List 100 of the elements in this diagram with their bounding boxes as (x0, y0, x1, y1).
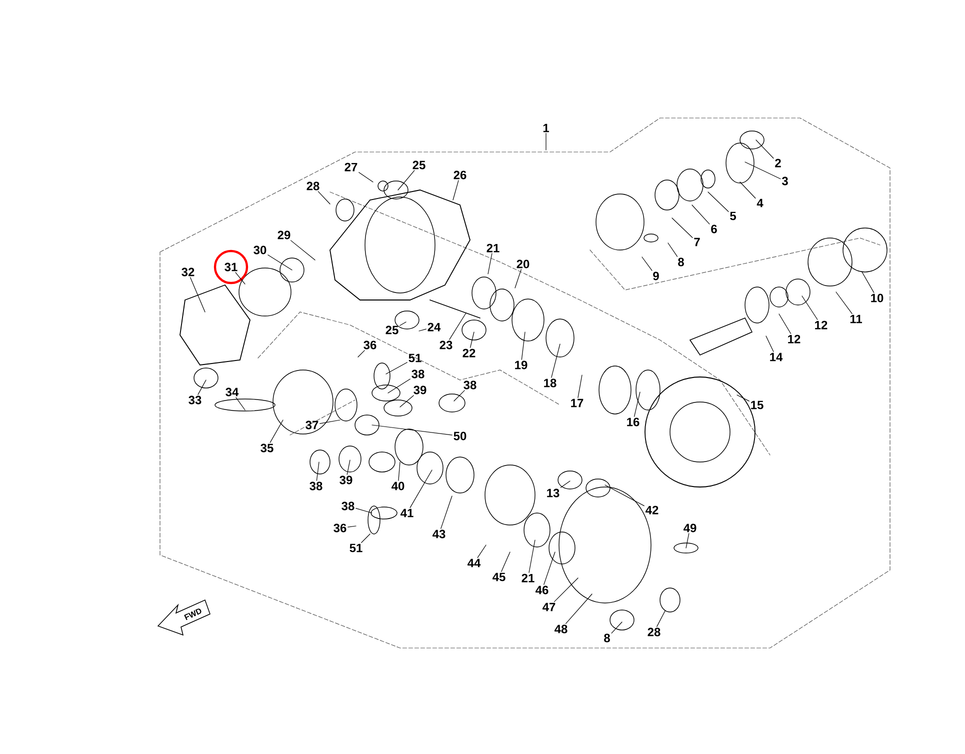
leader-line (862, 272, 874, 293)
callout-number: 38 (464, 380, 476, 390)
leader-line (551, 344, 560, 378)
leader-line (611, 622, 622, 634)
leader-line (400, 322, 406, 326)
leader-line (740, 182, 756, 199)
callout-number: 24 (428, 322, 441, 332)
callout-number: 1 (543, 124, 549, 132)
leader-line (356, 508, 372, 514)
callout-number: 38 (342, 502, 354, 510)
callout-number: 22 (462, 348, 476, 358)
leader-line (235, 272, 246, 284)
callout-number: 45 (492, 572, 506, 582)
callout-number: 16 (627, 418, 640, 426)
callout-number: 17 (571, 398, 584, 408)
callout-number: 8 (604, 634, 610, 642)
callout-number: 21 (486, 244, 500, 252)
callout-number: 50 (454, 432, 466, 440)
leader-line (686, 533, 690, 548)
callout-number: 6 (711, 224, 717, 234)
callout-number: 25 (386, 326, 398, 334)
callout-number: 41 (400, 508, 414, 518)
callout-number: 12 (788, 334, 800, 344)
leader-line (528, 540, 536, 573)
callout-number: 43 (432, 530, 446, 538)
leader-line (488, 253, 492, 274)
callout-number: 51 (350, 544, 362, 552)
callout-number: 51 (408, 354, 422, 362)
callout-number: 39 (414, 386, 426, 394)
leader-line (386, 362, 408, 374)
leader-line (190, 277, 206, 312)
leader-line (554, 578, 578, 602)
callout-number: 26 (454, 170, 466, 180)
leader-line (692, 204, 710, 224)
callout-number: 23 (440, 340, 452, 350)
leader-line (452, 180, 459, 200)
callout-number: 29 (278, 230, 290, 240)
leader-line (672, 218, 693, 238)
callout-number: 47 (542, 602, 556, 612)
callout-number: 28 (306, 182, 320, 190)
callout-number: 8 (678, 258, 684, 266)
leader-line (440, 496, 452, 529)
leader-line (358, 172, 374, 182)
leader-line (400, 395, 414, 408)
leader-line (418, 328, 426, 332)
callout-number: 31 (224, 262, 238, 272)
callout-number: 20 (516, 260, 530, 268)
leader-line (560, 480, 570, 488)
leader-line (348, 526, 356, 528)
callout-number: 25 (412, 160, 426, 170)
leader-line (736, 394, 750, 402)
callout-number: 38 (412, 370, 424, 378)
callout-number: 5 (730, 212, 736, 220)
leader-line (477, 544, 486, 558)
callout-number: 13 (547, 488, 560, 498)
leader-line (290, 240, 316, 260)
callout-number: 34 (226, 388, 239, 396)
callout-number: 39 (340, 476, 352, 484)
leader-line (236, 397, 246, 410)
leader-line (766, 336, 774, 352)
leader-line (604, 484, 644, 506)
callout-number: 42 (646, 506, 658, 514)
leader-line (544, 552, 556, 585)
leader-line (501, 552, 510, 572)
leader-line (388, 378, 410, 394)
direction-label: FWD (184, 608, 202, 620)
callout-number: 12 (815, 320, 828, 330)
leader-line (268, 254, 292, 270)
callout-number: 48 (554, 624, 568, 634)
callout-number: 30 (254, 246, 266, 254)
callout-number: 35 (260, 444, 274, 452)
callout-number: 2 (775, 158, 781, 168)
leader-line (642, 256, 652, 271)
callout-number: 21 (522, 574, 534, 582)
leader-line (656, 610, 666, 627)
leader-line (521, 332, 526, 360)
callout-number: 36 (364, 340, 376, 350)
leader-line (346, 460, 350, 475)
callout-number: 14 (770, 352, 783, 362)
leader-line (744, 162, 781, 180)
callout-number: 38 (310, 482, 322, 490)
leader-line (802, 296, 818, 320)
leader-line (514, 269, 522, 288)
leader-line (756, 140, 774, 159)
leader-line (318, 191, 330, 204)
callout-number: 15 (751, 400, 764, 410)
callout-number: 40 (392, 482, 404, 490)
leader-line (398, 462, 400, 481)
callout-number: 27 (344, 162, 358, 172)
leader-line (454, 390, 465, 402)
callout-number: 32 (182, 268, 194, 276)
callout-number: 11 (850, 314, 862, 324)
leader-line (449, 312, 466, 340)
callout-number: 3 (782, 176, 788, 186)
leader-line (470, 332, 474, 348)
leader-line (398, 170, 415, 190)
callout-number: 19 (515, 360, 528, 370)
leader-line (358, 350, 365, 358)
leader-line (778, 314, 792, 334)
callout-number: 18 (544, 378, 556, 388)
